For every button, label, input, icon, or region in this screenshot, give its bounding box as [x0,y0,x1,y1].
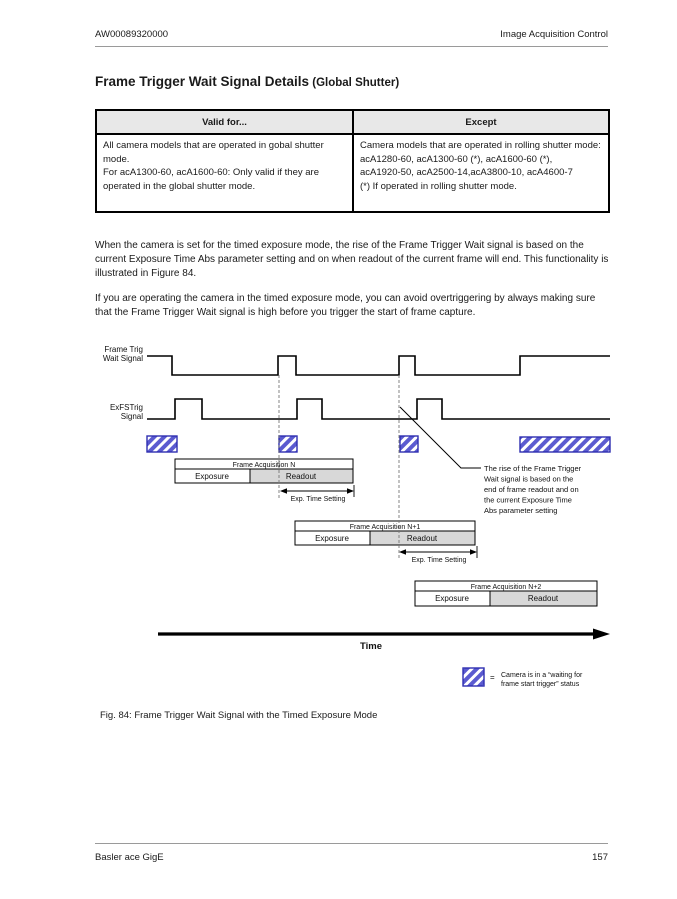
header-document-id: AW00089320000 [95,29,169,40]
acq-n1-exposure-label: Exposure [315,534,349,543]
annotation-line5: Abs parameter setting [484,506,557,515]
figure-caption: Fig. 84: Frame Trigger Wait Signal with … [100,710,378,721]
except-line: acA1920-50, acA2500-14,acA3800-10, acA46… [360,167,573,178]
acq-n2-exposure-label: Exposure [435,594,469,603]
legend-equals: = [490,673,495,682]
waiting-status-box-2 [278,435,298,453]
except-line: Camera models that are operated in rolli… [360,140,601,151]
valid-for-cell: All camera models that are operated in g… [95,133,354,213]
acq-n-readout-box [249,468,354,484]
acq-n-exposure-label: Exposure [195,472,229,481]
body-paragraph-1: When the camera is set for the timed exp… [95,240,609,279]
acq-n1-title: Frame Acquisition N+1 [350,524,421,531]
time-axis-arrowhead [593,628,610,640]
annotation-line2: Wait signal is based on the [484,475,573,484]
validity-table: Valid for... Except All camera models th… [95,109,610,213]
acq-n1-exp-time-arrowhead-right [470,549,477,555]
acq-n1-exp-time-arrowhead-left [399,549,406,555]
footer-page-number: 157 [592,852,608,863]
acq-n-exp-time-arrowhead-right [347,488,354,494]
time-axis-label: Time [360,641,382,652]
timing-diagram: Frame Trig Wait Signal ExFSTrig Signal F… [103,345,611,688]
acq-n1-readout-box [369,530,476,546]
annotation-line1: The rise of the Frame Trigger [484,464,582,473]
page-title: Frame Trigger Wait Signal Details (Globa… [95,74,399,89]
valid-for-paragraph: For acA1300-60, acA1600-60: Only valid i… [103,167,319,192]
annotation-line4: the current Exposure Time [484,496,572,505]
acq-n2-title: Frame Acquisition N+2 [471,584,542,591]
acq-n2-readout-label: Readout [528,594,559,603]
exfstrig-label-line2: Signal [121,412,143,421]
except-cell: Camera models that are operated in rolli… [352,133,610,213]
exfstrig-waveform [147,398,610,420]
valid-for-paragraph: All camera models that are operated in g… [103,140,324,165]
header-rule [95,46,608,47]
annotation-pointer-line [399,406,481,469]
table-header-row: Valid for... Except [95,109,610,135]
column-header-valid-for: Valid for... [95,109,354,135]
waiting-status-box-3 [399,435,419,453]
waiting-status-box-1 [146,435,178,453]
table-row: All camera models that are operated in g… [95,133,610,213]
acq-n2-readout-box [489,590,598,607]
body-paragraph-2: If you are operating the camera in the t… [95,293,596,318]
annotation-line3: end of frame readout and on [484,485,579,494]
waiting-status-box-4 [519,436,611,453]
frame-trig-wait-label-line2: Wait Signal [103,354,143,363]
acq-n-readout-label: Readout [286,472,317,481]
page-title-main: Frame Trigger Wait Signal Details [95,74,310,89]
acq-n-exp-time-label: Exp. Time Setting [291,496,346,503]
acq-n1-readout-label: Readout [407,534,438,543]
legend-text-line1: Camera is in a “waiting for [501,672,583,679]
page-title-sub: (Global Shutter) [309,77,400,89]
header-section-title: Image Acquisition Control [500,29,608,40]
legend-text-line2: frame start trigger” status [501,681,580,688]
acq-n1-exp-time-label: Exp. Time Setting [412,557,467,564]
except-line: acA1280-60, acA1300-60 (*), acA1600-60 (… [360,153,553,165]
acq-n-title: Frame Acquisition N [233,462,296,469]
footer-rule [95,843,608,844]
except-line: (*) If operated in rolling shutter mode. [360,180,517,192]
column-header-except: Except [352,109,610,135]
footer-product-name: Basler ace GigE [95,852,164,863]
legend-hatch-swatch [462,667,485,687]
frame-trig-wait-label-line1: Frame Trig [104,345,143,354]
exfstrig-label-line1: ExFSTrig [110,403,143,412]
frame-trig-wait-waveform [147,355,610,376]
acq-n-exp-time-arrowhead-left [280,488,287,494]
